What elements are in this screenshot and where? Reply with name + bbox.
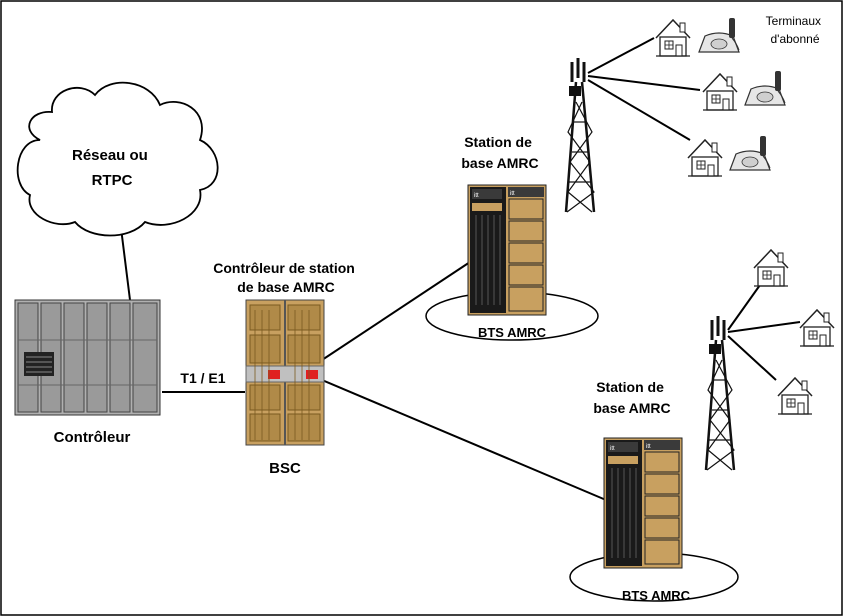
bsc-label: BSC (269, 460, 301, 477)
bts-top-title-line1: Station de (464, 134, 532, 150)
house-icon (799, 309, 835, 347)
bts-bottom-title-line2: base AMRC (593, 400, 670, 416)
controller-label: Contrôleur (54, 429, 131, 446)
bsc-title-line1: Contrôleur de station (213, 260, 355, 276)
terminals-label-line2: d'abonné (770, 32, 819, 46)
bts-top-label: BTS AMRC (478, 325, 547, 340)
bsc-title: Contrôleur de station de base AMRC (213, 260, 358, 295)
telephone-icon (744, 70, 786, 106)
cloud-icon: Réseau ou RTPC (16, 81, 219, 237)
terminals-label: Terminaux d'abonné (766, 14, 825, 46)
network-label: Réseau ou RTPC (72, 147, 152, 189)
bsc-bts-top-link (321, 261, 471, 361)
bts-top-title-line2: base AMRC (461, 155, 538, 171)
telephone-icon (729, 135, 771, 171)
antenna-tower-icon (704, 314, 736, 472)
house-icon (687, 139, 723, 177)
house-icon (655, 19, 691, 57)
bts-bottom-label: BTS AMRC (622, 588, 691, 603)
alarm-light (268, 370, 280, 379)
network-label-line2: RTPC (92, 172, 133, 189)
network-label-line1: Réseau ou (72, 147, 148, 164)
bts-top-title: Station de base AMRC (461, 134, 538, 171)
house-icon (777, 377, 813, 415)
terminals-label-line1: Terminaux (766, 14, 821, 28)
bts-bottom-title: Station de base AMRC (593, 379, 670, 416)
house-icon (702, 73, 738, 111)
bsc-title-line2: de base AMRC (237, 279, 335, 295)
alarm-light (306, 370, 318, 379)
bsc-cabinet-icon (245, 299, 325, 446)
bsc-bts-bottom-link (321, 379, 607, 501)
connection-lines (119, 37, 801, 501)
telephone-icon (698, 17, 740, 53)
server-rack-icon (14, 299, 161, 416)
bts-cabinet-icon (467, 184, 547, 316)
house-icon (753, 249, 789, 287)
bts-cabinet-icon (603, 437, 683, 569)
link-label: T1 / E1 (180, 370, 225, 386)
bts-bottom-title-line1: Station de (596, 379, 664, 395)
